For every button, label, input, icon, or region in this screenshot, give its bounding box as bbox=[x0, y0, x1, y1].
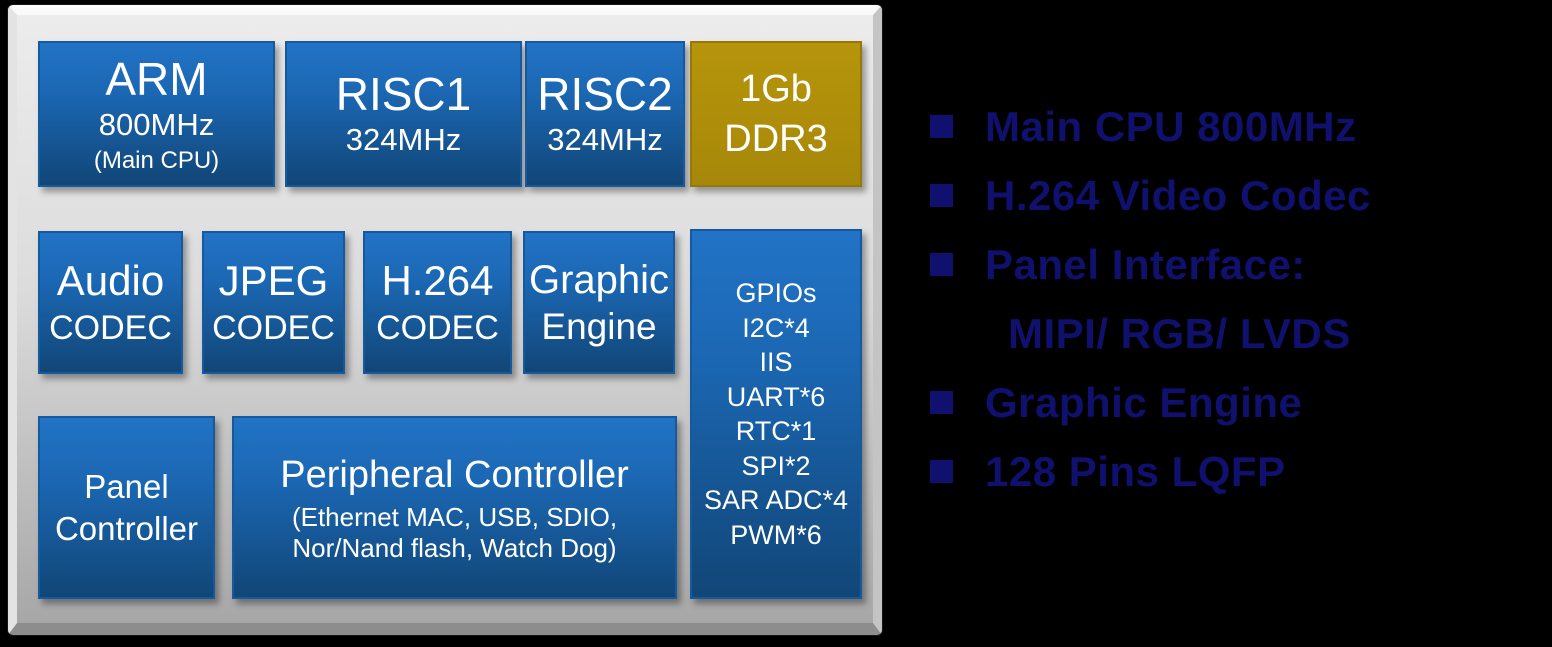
block-panel-controller: Panel Controller bbox=[38, 416, 215, 599]
arm-note: (Main CPU) bbox=[93, 146, 220, 174]
io-line-saradc: SAR ADC*4 bbox=[703, 485, 849, 515]
audio-title: Audio bbox=[56, 256, 165, 304]
feature-item-main-cpu: Main CPU 800MHz bbox=[930, 92, 1371, 161]
audio-subtitle: CODEC bbox=[49, 308, 172, 347]
block-io-peripherals: GPIOs I2C*4 IIS UART*6 RTC*1 SPI*2 SAR A… bbox=[690, 229, 862, 599]
feature-text: 128 Pins LQFP bbox=[985, 447, 1286, 495]
bullet-square-icon bbox=[930, 115, 953, 138]
risc2-title: RISC2 bbox=[537, 68, 673, 120]
feature-text: Graphic Engine bbox=[985, 378, 1303, 426]
block-risc1: RISC1 324MHz bbox=[285, 41, 522, 187]
block-ddr3-memory: 1Gb DDR3 bbox=[690, 41, 862, 187]
risc1-title: RISC1 bbox=[335, 68, 472, 120]
bullet-square-icon bbox=[930, 460, 953, 483]
feature-item-panel-interface: Panel Interface: bbox=[930, 230, 1371, 299]
ddr3-line1: 1Gb bbox=[740, 68, 812, 110]
jpeg-subtitle: CODEC bbox=[212, 308, 335, 347]
block-audio-codec: Audio CODEC bbox=[38, 231, 183, 374]
block-h264-codec: H.264 CODEC bbox=[363, 231, 512, 374]
io-line-rtc: RTC*1 bbox=[735, 416, 817, 446]
block-arm-cpu: ARM 800MHz (Main CPU) bbox=[38, 41, 275, 187]
arm-frequency: 800MHz bbox=[98, 106, 215, 142]
io-line-gpio: GPIOs bbox=[735, 278, 817, 308]
ddr3-line2: DDR3 bbox=[724, 118, 828, 160]
bullet-square-icon bbox=[930, 184, 953, 207]
block-peripheral-controller: Peripheral Controller (Ethernet MAC, USB… bbox=[232, 416, 677, 599]
block-jpeg-codec: JPEG CODEC bbox=[202, 231, 345, 374]
io-line-uart: UART*6 bbox=[726, 381, 826, 412]
graphic-subtitle: Engine bbox=[541, 305, 657, 347]
io-line-i2c: I2C*4 bbox=[742, 312, 810, 343]
h264-subtitle: CODEC bbox=[376, 308, 499, 347]
feature-text: H.264 Video Codec bbox=[985, 171, 1371, 219]
block-risc2: RISC2 324MHz bbox=[525, 41, 685, 187]
feature-text: MIPI/ RGB/ LVDS bbox=[1008, 309, 1351, 357]
peripheral-detail-line2: Nor/Nand flash, Watch Dog) bbox=[292, 532, 617, 563]
bullet-square-icon bbox=[930, 253, 953, 276]
panel-controller-line1: Panel bbox=[84, 467, 169, 505]
soc-diagram-panel: ARM 800MHz (Main CPU) RISC1 324MHz RISC2… bbox=[8, 5, 882, 635]
peripheral-detail-line1: (Ethernet MAC, USB, SDIO, bbox=[291, 501, 618, 532]
risc1-frequency: 324MHz bbox=[345, 122, 462, 157]
feature-item-h264: H.264 Video Codec bbox=[930, 161, 1371, 230]
peripheral-title: Peripheral Controller bbox=[280, 453, 629, 496]
feature-list: Main CPU 800MHz H.264 Video Codec Panel … bbox=[930, 92, 1371, 506]
feature-item-graphic-engine: Graphic Engine bbox=[930, 368, 1371, 437]
panel-controller-line2: Controller bbox=[54, 509, 199, 547]
jpeg-title: JPEG bbox=[218, 256, 329, 304]
block-graphic-engine: Graphic Engine bbox=[523, 231, 675, 374]
io-line-spi: SPI*2 bbox=[741, 450, 811, 481]
graphic-title: Graphic bbox=[528, 257, 670, 302]
feature-item-pins-lqfp: 128 Pins LQFP bbox=[930, 437, 1371, 506]
h264-title: H.264 bbox=[381, 256, 494, 304]
io-line-pwm: PWM*6 bbox=[730, 519, 822, 550]
risc2-frequency: 324MHz bbox=[547, 122, 663, 157]
bullet-square-icon bbox=[930, 391, 953, 414]
feature-text: Panel Interface: bbox=[985, 240, 1306, 288]
io-line-iis: IIS bbox=[759, 347, 793, 377]
arm-title: ARM bbox=[105, 52, 208, 105]
feature-item-panel-interface-types: MIPI/ RGB/ LVDS bbox=[930, 299, 1371, 368]
feature-text: Main CPU 800MHz bbox=[985, 102, 1357, 150]
